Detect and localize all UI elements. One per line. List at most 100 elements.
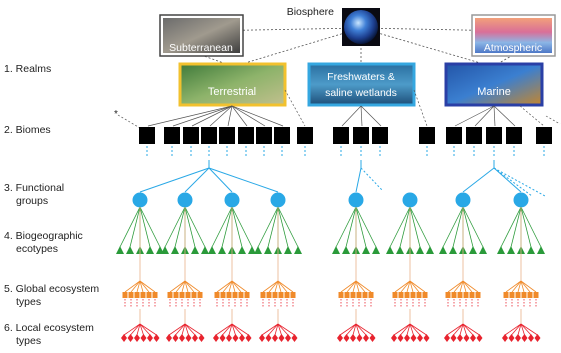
connector-global-fan [406,280,411,293]
connector-local-fan [168,323,186,336]
connector-local-fan [231,323,249,336]
local-ecosystem-type-node [198,334,205,342]
realm-freshwater-label-line2: saline wetlands [325,87,397,99]
biome-box [219,127,235,144]
connector-biome-fg-dashed [493,167,533,197]
connector-global-fan [340,280,357,293]
realm-marine-frame [444,62,544,107]
connector-local-fan [136,323,141,336]
connector-fg-ecotype [174,206,186,248]
biogeographic-ecotype-node [497,246,505,254]
connector-local-fan [517,323,522,336]
connector-global-fan [462,280,479,293]
biogeographic-ecotype-node [264,246,272,254]
global-ecosystem-type-node [278,292,284,298]
connector-local-fan [504,323,522,336]
local-ecosystem-type-node [423,334,430,342]
connector-fg-ecotype [389,206,411,248]
level-label-global-ecosystem-types: 5. Global ecosystem types [4,283,99,309]
connector-global-fan [175,280,186,293]
connector-local-fan [277,323,282,336]
connector-realm-biome [172,105,233,127]
local-ecosystem-type-node [245,334,252,342]
connector-realm-biome [519,105,545,127]
local-ecosystem-type-node [457,334,463,342]
connector-local-fan [139,323,144,336]
connector-global-fan [277,280,288,293]
connector-local-fan [139,323,157,336]
biome-box [274,127,290,144]
connector-fg-ecotype [520,206,532,248]
local-ecosystem-type-node [363,334,369,342]
global-ecosystem-type-node [214,292,220,298]
global-ecosystem-type-node [167,292,173,298]
global-ecosystem-type-node [404,292,410,298]
biome-box [297,127,313,144]
connector-global-fan [459,280,464,293]
connector-fg-ecotype [345,206,357,248]
biogeographic-ecotype-node [208,246,216,254]
global-ecosystem-type-node [527,292,533,298]
biome-box [256,127,272,144]
connector-biosphere-terrestrial [231,27,362,68]
connector-local-fan [268,323,279,336]
connector-local-fan [231,323,243,336]
global-ecosystem-type-node [503,292,509,298]
local-ecosystem-type-node [476,334,483,342]
local-ecosystem-type-node [404,334,410,342]
connector-global-fan [517,280,522,293]
local-ecosystem-type-node [470,334,476,342]
connector-biome-fg [139,167,210,193]
connector-fg-ecotype [462,206,474,248]
connector-subterranean-terrestrial [200,54,233,67]
biome-box [353,127,369,144]
biogeographic-ecotype-node [218,246,226,254]
connector-local-fan [400,323,411,336]
biogeographic-ecotype-node [372,246,380,254]
realm-terrestrial-frame [178,62,287,107]
connector-fg-ecotype [257,206,279,248]
connector-fg-ecotype [399,206,411,248]
biogeographic-ecotype-node [248,246,256,254]
connector-global-fan [262,280,279,293]
level-biomes-text: 2. Biomes [4,124,51,136]
biogeographic-ecotype-node [294,246,302,254]
connector-global-fan [277,280,282,293]
connector-realm-biome [227,105,233,127]
connector-local-fan [520,323,525,336]
global-ecosystem-type-node [232,292,238,298]
connector-fg-ecotype [129,206,141,248]
connector-local-fan [339,323,357,336]
connector-realm-biome [147,105,233,127]
local-ecosystem-type-node [134,334,140,342]
local-ecosystem-type-node [278,334,285,342]
connector-fg-ecotype [139,206,151,248]
local-ecosystem-type-node [444,334,450,342]
connector-global-fan [277,280,294,293]
connector-realm-biome [360,105,382,127]
biogeographic-ecotype-node [126,246,134,254]
biogeographic-ecotype-node [507,246,515,254]
connector-fg-ecotype [355,206,377,248]
connector-local-fan [175,323,186,336]
level-label-biomes: 2. Biomes [4,124,51,137]
global-ecosystem-type-node [469,292,475,298]
biome-box [201,127,217,144]
connector-global-fan [231,280,242,293]
local-ecosystem-type-node [226,334,232,342]
biogeographic-ecotype-node [191,246,199,254]
connector-local-fan [215,323,233,336]
realm-subterranean-image [163,18,240,53]
local-ecosystem-type-node [450,334,457,342]
connector-global-fan [124,280,141,293]
connector-local-fan [184,323,202,336]
local-ecosystem-type-node [502,334,508,342]
connector-global-fan [409,280,420,293]
connector-edge-dashed [117,114,141,129]
biome-box [238,127,254,144]
global-ecosystem-type-node [457,292,463,298]
connector-fg-ecotype [442,206,464,248]
connector-biome-fg [493,167,522,193]
connector-fg-ecotype [221,206,233,248]
